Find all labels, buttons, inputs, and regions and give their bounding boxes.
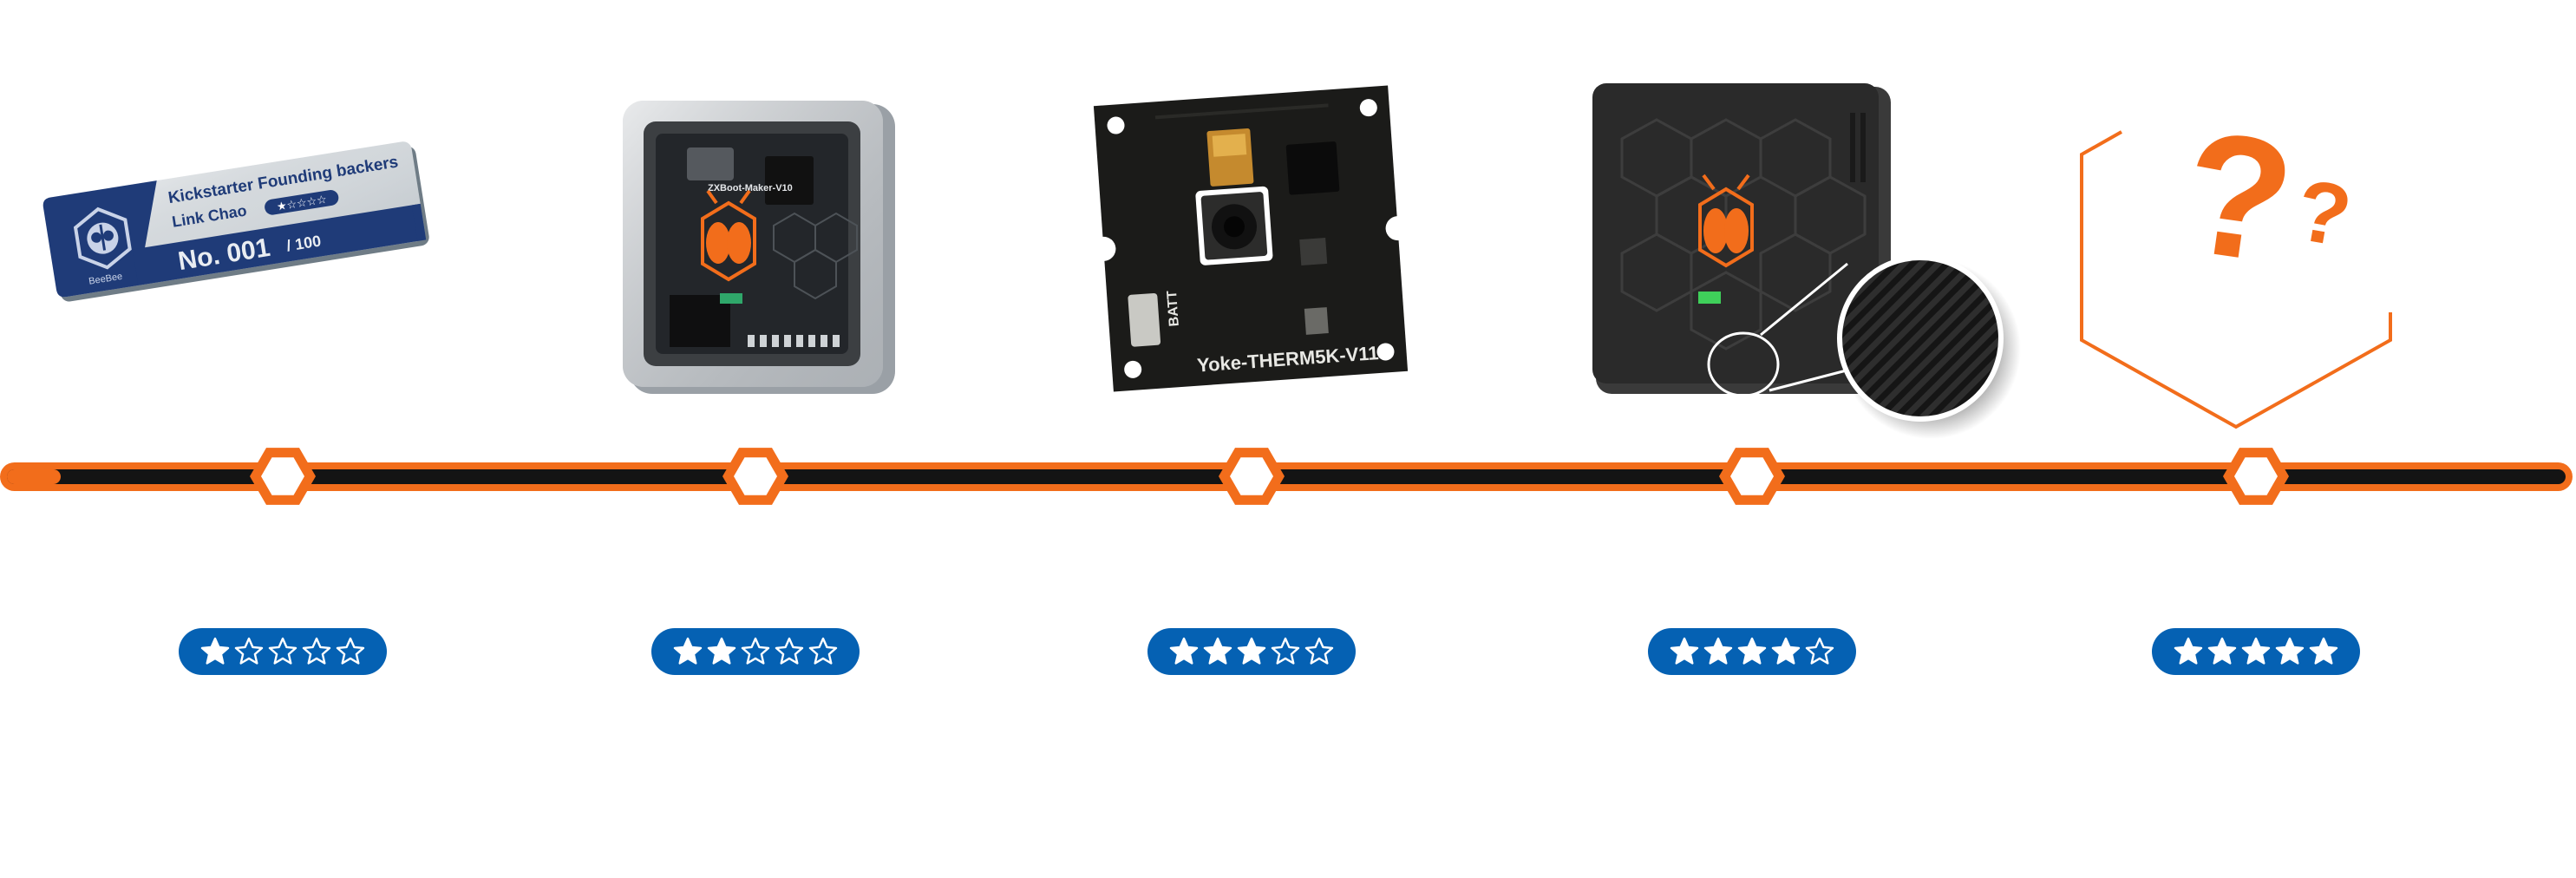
mystery-product: ? ? bbox=[2080, 104, 2392, 429]
maker-board-label: ZXBoot-Maker-V10 bbox=[708, 183, 793, 193]
star-outline-icon bbox=[775, 637, 804, 665]
thermal-camera-board-image: BATT Yoke-THERM5K-V11 bbox=[1091, 85, 1410, 392]
star-outline-icon bbox=[741, 637, 770, 665]
star-icon bbox=[200, 637, 230, 665]
hexagon-node-icon bbox=[722, 448, 788, 505]
hexagon-node-icon bbox=[2223, 448, 2289, 505]
star-outline-icon bbox=[808, 637, 838, 665]
star-rating-badge bbox=[1147, 628, 1356, 675]
star-rating-badge bbox=[651, 628, 860, 675]
star-icon bbox=[1703, 637, 1733, 665]
star-outline-icon bbox=[302, 637, 331, 665]
thermal-board-batt-label: BATT bbox=[1165, 290, 1182, 327]
star-icon bbox=[2309, 637, 2338, 665]
star-icon bbox=[1737, 637, 1767, 665]
star-icon bbox=[1237, 637, 1266, 665]
bee-logo-icon bbox=[73, 206, 132, 270]
bee-logo-icon bbox=[1698, 174, 1754, 268]
maker-board-image: ZXBoot-Maker-V10 bbox=[623, 101, 895, 394]
star-icon bbox=[707, 637, 736, 665]
backer-badge-card: BeeBee Kickstarter Founding backers Link… bbox=[42, 141, 429, 302]
star-icon bbox=[2174, 637, 2203, 665]
star-outline-icon bbox=[1271, 637, 1300, 665]
bee-logo-icon bbox=[701, 189, 756, 282]
star-outline-icon bbox=[1805, 637, 1834, 665]
star-icon bbox=[2241, 637, 2271, 665]
carbon-case-image bbox=[1592, 83, 2021, 439]
hexagon-node-icon bbox=[1719, 448, 1785, 505]
star-icon bbox=[1203, 637, 1232, 665]
star-outline-icon bbox=[1304, 637, 1334, 665]
hexagon-node-icon bbox=[1219, 448, 1285, 505]
timeline-track bbox=[0, 462, 2573, 491]
star-icon bbox=[2207, 637, 2237, 665]
star-icon bbox=[673, 637, 703, 665]
magnifier-icon bbox=[1707, 255, 2021, 439]
star-outline-icon bbox=[336, 637, 365, 665]
star-rating-badge bbox=[1648, 628, 1856, 675]
star-outline-icon bbox=[268, 637, 297, 665]
star-icon bbox=[1670, 637, 1699, 665]
star-icon bbox=[1169, 637, 1199, 665]
star-rating-badge bbox=[179, 628, 387, 675]
star-icon bbox=[1771, 637, 1801, 665]
star-outline-icon bbox=[234, 637, 264, 665]
star-rating-badge bbox=[2152, 628, 2360, 675]
star-icon bbox=[2275, 637, 2305, 665]
hexagon-node-icon bbox=[250, 448, 316, 505]
